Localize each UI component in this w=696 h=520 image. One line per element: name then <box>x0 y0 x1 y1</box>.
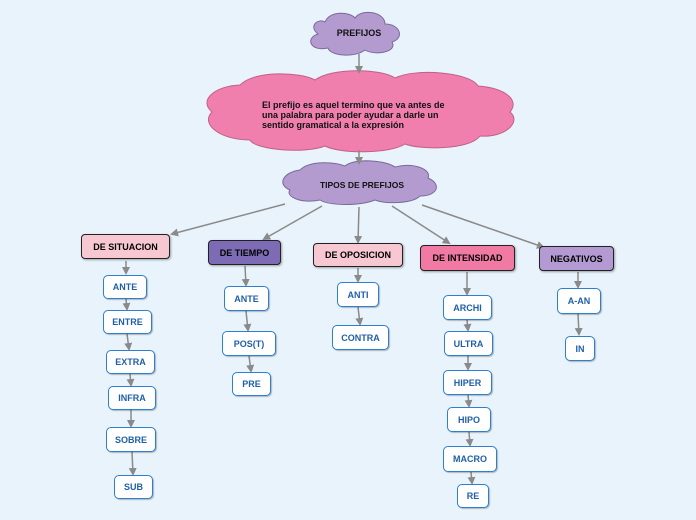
category-de-situacion[interactable]: DE SITUACION <box>81 234 170 259</box>
leaf-oposicion-anti[interactable]: ANTI <box>337 282 379 307</box>
arrow-types-negativos <box>421 204 545 249</box>
definition-text: El prefijo es aquel termino que va antes… <box>262 100 472 130</box>
types-label: TIPOS DE PREFIJOS <box>319 180 405 190</box>
definition-line-1: El prefijo es aquel termino que va antes… <box>262 100 445 110</box>
root-cloud-shape <box>310 11 400 56</box>
definition-line-3: sentido gramatical a la expresión <box>262 120 405 130</box>
leaf-intensidad-hiper[interactable]: HIPER <box>443 370 492 395</box>
arrows-tiempo <box>241 265 255 373</box>
leaf-situacion-sobre[interactable]: SOBRE <box>106 427 156 452</box>
leaf-situacion-extra[interactable]: EXTRA <box>106 350 155 374</box>
leaf-oposicion-contra[interactable]: CONTRA <box>332 325 389 350</box>
leaf-tiempo-pre[interactable]: PRE <box>232 372 271 396</box>
leaf-situacion-sub[interactable]: SUB <box>114 475 153 499</box>
leaf-intensidad-ultra[interactable]: ULTRA <box>444 331 493 356</box>
leaf-negativos-a-an[interactable]: A-AN <box>557 288 601 314</box>
arrow-types-situacion <box>170 203 286 237</box>
leaf-tiempo-post[interactable]: POS(T) <box>222 331 276 356</box>
arrows-situacion <box>122 261 137 476</box>
category-negativos[interactable]: NEGATIVOS <box>539 246 614 271</box>
leaf-situacion-entre[interactable]: ENTRE <box>103 310 152 334</box>
leaf-intensidad-hipo[interactable]: HIPO <box>447 407 491 432</box>
definition-cloud-shape <box>206 70 515 153</box>
category-de-oposicion[interactable]: DE OPOSICION <box>313 243 403 267</box>
arrows-intensidad <box>463 272 476 485</box>
leaf-negativos-in[interactable]: IN <box>565 336 595 361</box>
leaf-situacion-ante[interactable]: ANTE <box>103 275 147 299</box>
leaf-intensidad-macro[interactable]: MACRO <box>443 446 497 472</box>
arrow-types-intensidad <box>391 205 451 245</box>
category-de-intensidad[interactable]: DE INTENSIDAD <box>420 245 515 271</box>
category-de-tiempo[interactable]: DE TIEMPO <box>208 240 281 265</box>
arrows-oposicion <box>354 268 364 326</box>
leaf-situacion-infra[interactable]: INFRA <box>108 386 156 410</box>
leaf-tiempo-ante[interactable]: ANTE <box>224 286 269 311</box>
arrows-negativos <box>574 272 583 336</box>
arrow-types-oposicion <box>354 206 363 244</box>
leaf-intensidad-re[interactable]: RE <box>457 484 489 508</box>
leaf-intensidad-archi[interactable]: ARCHI <box>443 295 492 320</box>
definition-line-2: una palabra para poder ayudar a darle un <box>262 110 439 120</box>
root-label: PREFIJOS <box>336 28 382 38</box>
arrow-types-tiempo <box>262 205 323 240</box>
